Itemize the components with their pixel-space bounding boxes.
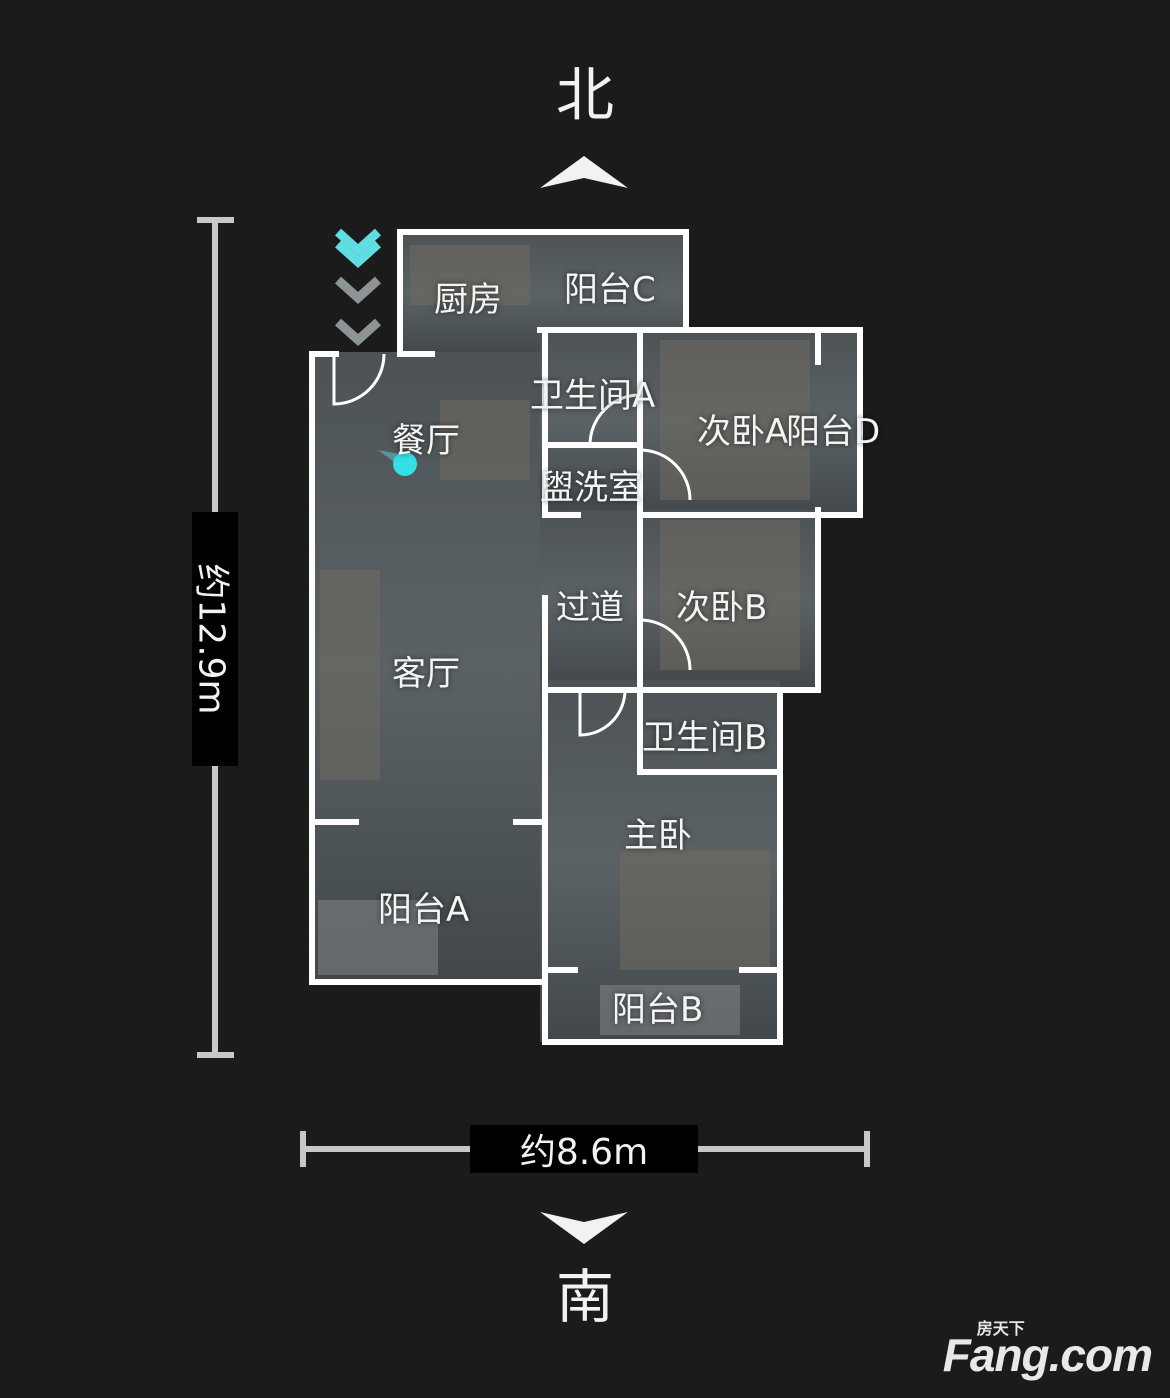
room-label-bathroom-b: 卫生间B — [642, 718, 768, 758]
entrance-chevron-icon — [334, 228, 382, 347]
room-label-balcony-c: 阳台C — [564, 270, 656, 310]
furniture-shading — [320, 245, 810, 970]
fang-logo: 房天下 Fang.com — [942, 1322, 1153, 1381]
room-label-bathroom-a: 卫生间A — [530, 376, 656, 416]
south-arrow-icon — [540, 1212, 628, 1244]
width-dimension-label: 约8.6m — [470, 1125, 698, 1173]
location-marker-icon — [378, 450, 417, 476]
room-label-second-bedroom-a: 次卧A — [697, 412, 789, 452]
north-label: 北 — [555, 61, 614, 129]
room-label-balcony-a: 阳台A — [378, 890, 470, 930]
north-arrow-icon — [540, 156, 628, 188]
fang-logo-cn: 房天下 — [976, 1321, 1025, 1338]
depth-dimension-text: 约12.9m — [191, 563, 233, 715]
walls — [309, 229, 863, 1045]
room-label-living-room: 客厅 — [392, 654, 460, 694]
room-label-dining-room: 餐厅 — [392, 421, 460, 461]
fang-logo-text: Fang.com — [942, 1329, 1153, 1381]
door-swing-icon — [332, 353, 692, 737]
room-label-hallway: 过道 — [556, 588, 624, 628]
room-label-balcony-b: 阳台B — [612, 990, 704, 1030]
room-label-master-bedroom: 主卧 — [624, 816, 692, 856]
balcony-window-shading — [318, 900, 740, 1035]
depth-dimension-label: 约12.9m — [191, 512, 238, 766]
room-label-second-bedroom-b: 次卧B — [676, 588, 768, 628]
room-label-washroom: 盥洗室 — [540, 468, 642, 508]
room-label-balcony-d: 阳台D — [786, 412, 881, 452]
south-label: 南 — [555, 1263, 614, 1331]
room-label-kitchen: 厨房 — [434, 280, 502, 320]
